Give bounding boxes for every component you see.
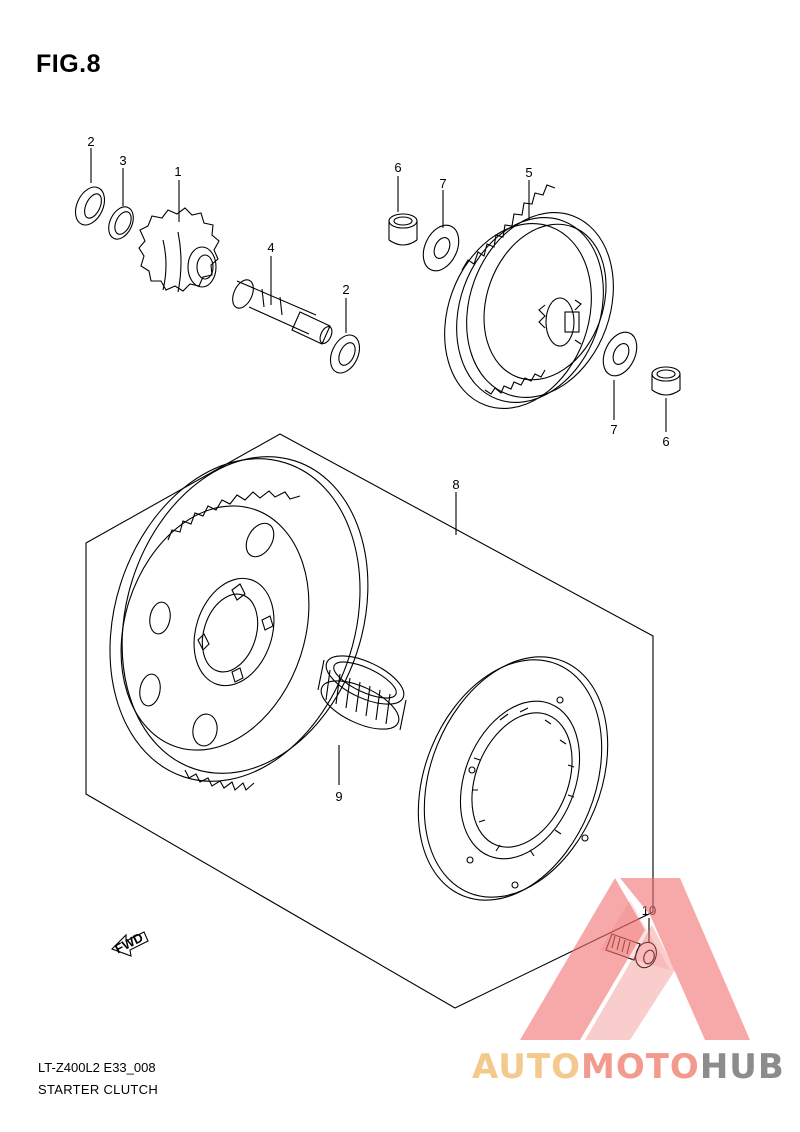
callout-6-top: 6: [394, 160, 401, 175]
diagram-caption: STARTER CLUTCH: [38, 1082, 159, 1097]
callout-6-right: 6: [662, 434, 669, 449]
watermark-text: AUTOMOTOHUB: [472, 1047, 785, 1087]
callout-5: 5: [525, 165, 532, 180]
starter-clutch-gear[interactable]: [70, 424, 407, 814]
callout-7-top: 7: [439, 176, 446, 191]
thrust-washer-part-7-top[interactable]: [416, 219, 465, 276]
gear-part-1[interactable]: [138, 207, 220, 293]
figure-title: FIG.8: [36, 50, 102, 78]
bushing-part-6-right[interactable]: [651, 366, 681, 396]
callout-3: 3: [119, 153, 126, 168]
circlip-part-3[interactable]: [104, 203, 138, 243]
callout-1: 1: [174, 164, 181, 179]
callout-4: 4: [267, 240, 274, 255]
fwd-arrow-icon: [111, 931, 149, 957]
bushing-part-6-top[interactable]: [388, 213, 418, 246]
callout-7-right: 7: [610, 422, 617, 437]
callout-2-shaft: 2: [342, 282, 349, 297]
callout-9: 9: [335, 789, 342, 804]
needle-bearing-part-9[interactable]: [314, 646, 410, 739]
callout-2-top: 2: [87, 134, 94, 149]
watermark-hub: HUB: [699, 1047, 785, 1087]
one-way-clutch[interactable]: [384, 629, 641, 927]
watermark-auto: AUTO: [472, 1047, 581, 1087]
callout-8: 8: [452, 477, 459, 492]
thrust-washer-part-7-right[interactable]: [597, 327, 644, 381]
idler-gear-part-5[interactable]: [420, 184, 639, 429]
washer-part-2-lower[interactable]: [325, 330, 365, 377]
watermark-moto: MOTO: [580, 1047, 700, 1087]
fwd-label: FWD: [112, 930, 145, 957]
shaft-part-4[interactable]: [229, 277, 335, 346]
diagram-code: LT-Z400L2 E33_008: [38, 1060, 156, 1075]
watermark-logo: [520, 878, 750, 1040]
washer-part-2[interactable]: [70, 182, 110, 229]
